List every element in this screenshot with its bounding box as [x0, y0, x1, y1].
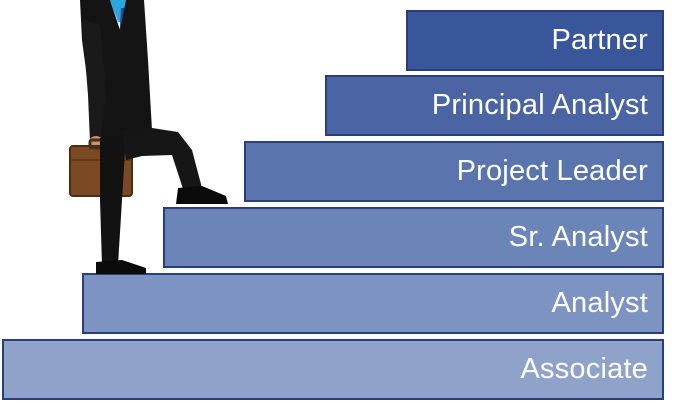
step-project-leader: Project Leader — [244, 141, 664, 202]
step-label: Project Leader — [456, 155, 648, 187]
step-label: Principal Analyst — [431, 89, 648, 121]
step-analyst: Analyst — [82, 273, 664, 334]
step-label: Associate — [520, 353, 648, 385]
step-partner: Partner — [406, 10, 664, 71]
step-label: Partner — [551, 24, 648, 56]
step-label: Analyst — [551, 287, 648, 319]
step-sr-analyst: Sr. Analyst — [163, 207, 664, 268]
businessman-climbing-stairs-icon — [69, 0, 228, 274]
step-principal-analyst: Principal Analyst — [325, 75, 664, 136]
step-associate: Associate — [2, 339, 664, 400]
step-label: Sr. Analyst — [508, 221, 648, 253]
